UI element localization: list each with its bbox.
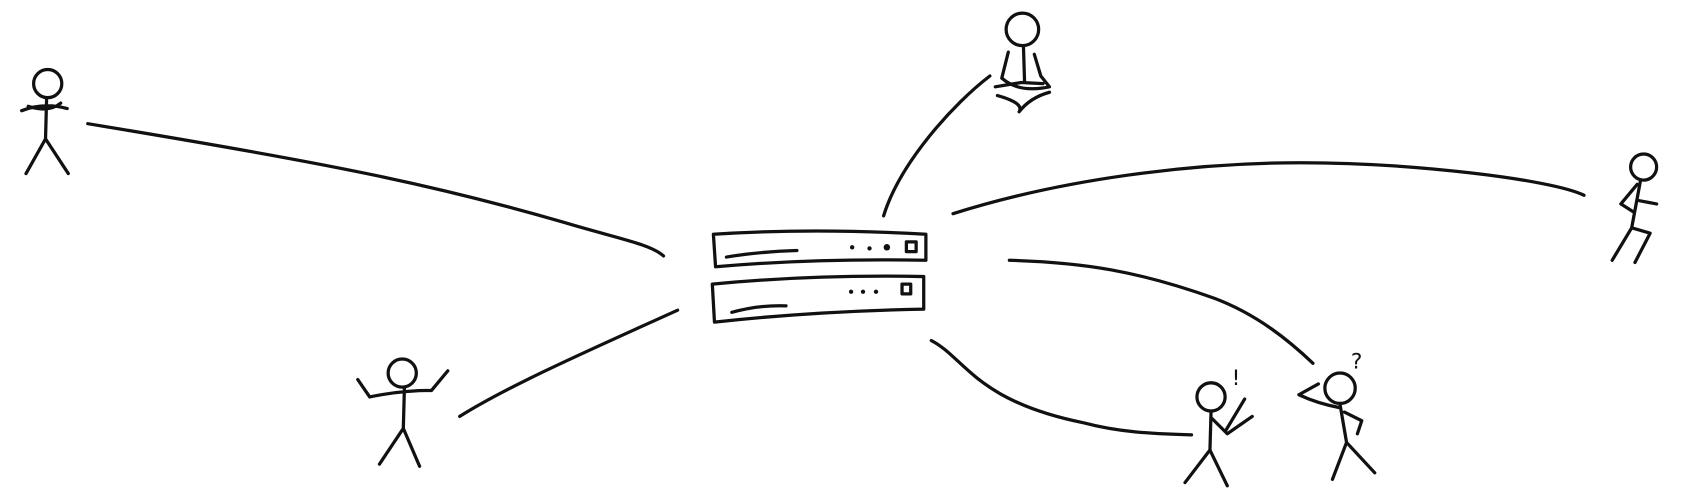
stick-figure-icon [993,11,1052,114]
stick-figure-icon [1610,152,1659,265]
connection-line [1007,258,1315,365]
exclamation-mark: ! [1232,366,1241,391]
connection-line [951,161,1586,216]
stick-figure-icon [20,67,70,176]
stick-figure-icon [356,357,450,468]
server-rack-icon [710,229,928,324]
stick-figure-icon: ? [1297,350,1377,481]
connection-line [881,74,992,218]
stick-figure-icon: ! [1183,366,1254,488]
connection-line [929,338,1194,437]
question-mark: ? [1351,350,1363,375]
connection-line [86,122,666,258]
connection-line [458,308,680,419]
connections [86,74,1586,437]
